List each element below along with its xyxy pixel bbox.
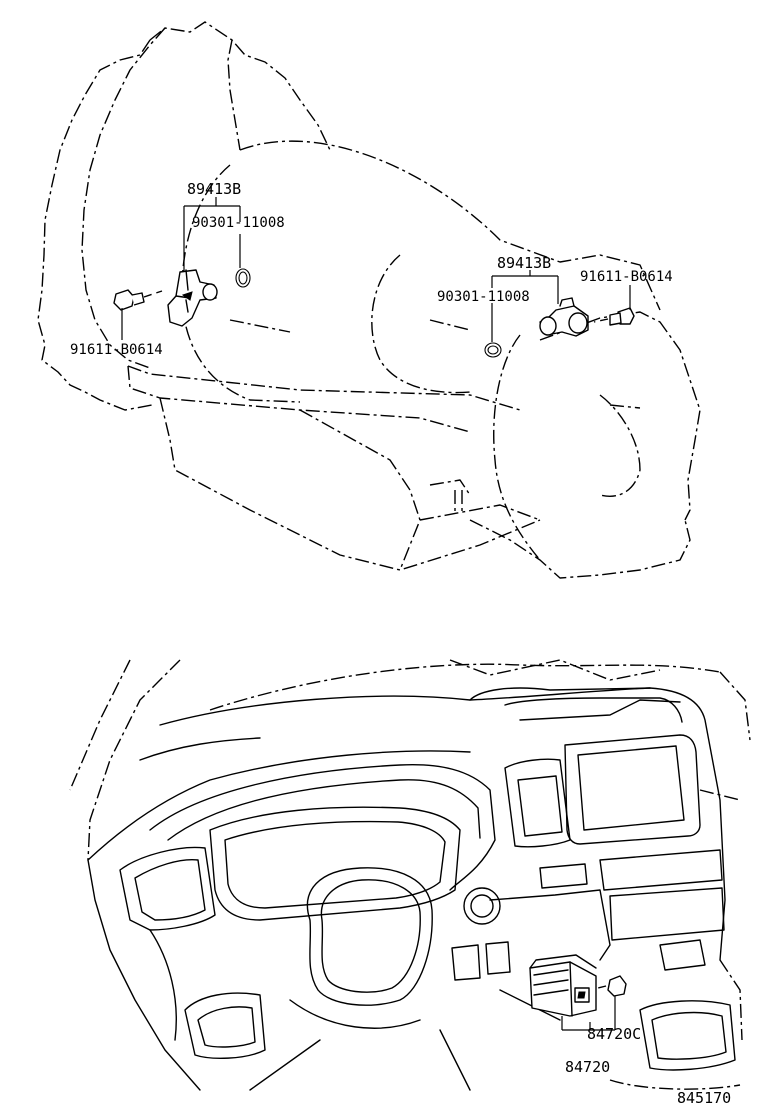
meter-hood — [149, 763, 496, 891]
label-bolt-right: 91611-B0614 — [580, 269, 673, 285]
dashboard-outline — [69, 659, 751, 1091]
label-bolt-left: 91611-B0614 — [70, 342, 163, 358]
label-sensor-right: 89413B — [497, 254, 551, 272]
transmission-assembly — [37, 21, 701, 579]
o-ring-left — [235, 268, 251, 288]
label-switch-assy: 84720 — [565, 1058, 610, 1076]
switch-plug — [597, 975, 627, 997]
center-console — [469, 687, 726, 961]
bell-housing-outline — [37, 21, 331, 411]
switch-assembly — [529, 954, 597, 1017]
bolt-right — [593, 307, 635, 326]
transmission-case — [239, 140, 661, 311]
diagram-id: 845170 — [677, 1089, 731, 1107]
speed-sensor-left — [167, 269, 218, 327]
speed-sensor-right — [539, 297, 589, 337]
left-vent — [119, 846, 216, 931]
label-sensor-left: 89413B — [187, 180, 241, 198]
o-ring-right — [484, 342, 502, 358]
label-o-ring-right: 90301-11008 — [437, 289, 530, 305]
label-switch-part: 84720C — [587, 1025, 641, 1043]
leader-lines-bottom — [561, 996, 616, 1031]
label-o-ring-left: 90301-11008 — [192, 215, 285, 231]
extension-housing — [493, 334, 541, 561]
knob — [463, 887, 501, 925]
bolt-left — [113, 289, 163, 311]
leader-lines-top — [121, 197, 631, 342]
steering-wheel — [306, 867, 433, 1006]
display-screen — [564, 734, 701, 845]
gauge-cluster — [209, 806, 461, 921]
